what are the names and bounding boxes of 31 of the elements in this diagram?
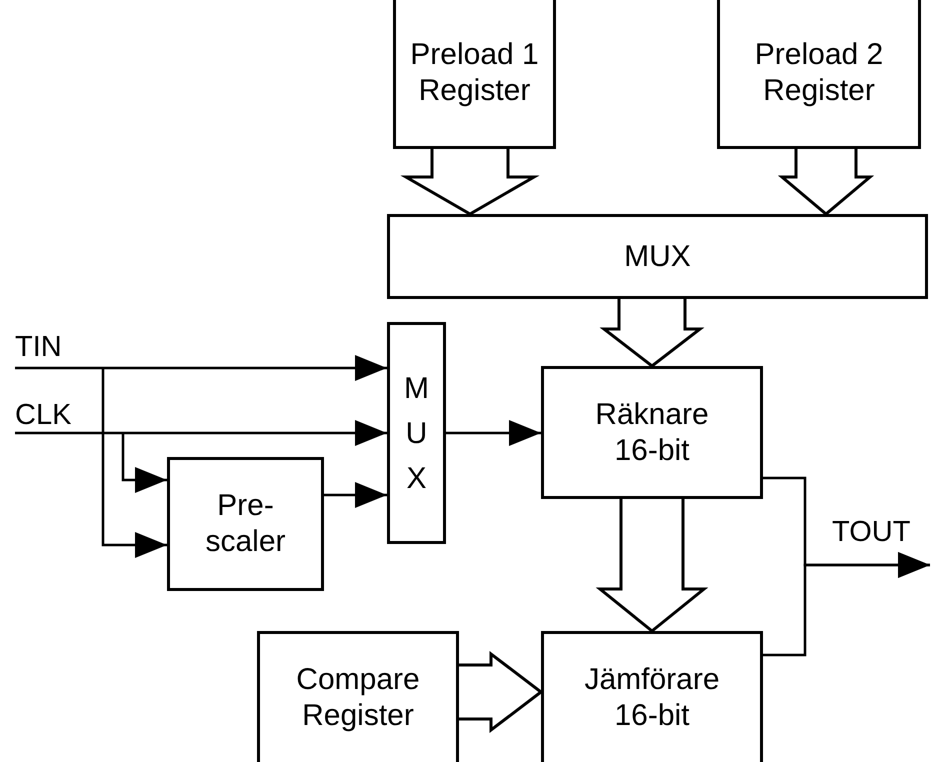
arrow — [324, 482, 387, 508]
block-box — [167, 457, 324, 591]
block-box — [257, 631, 459, 762]
block-label: M U X — [403, 370, 430, 496]
bus-arrow — [778, 148, 874, 216]
block-label: Compare Register — [295, 662, 421, 734]
signal-name: CLK — [15, 399, 72, 431]
bus-arrow — [400, 148, 540, 216]
block-box — [387, 214, 928, 299]
block-label: MUX — [624, 238, 691, 274]
block-box — [717, 0, 921, 149]
block-label: Jämförare 16-bit — [583, 662, 721, 734]
arrow — [102, 368, 167, 558]
block-label: Räknare 16-bit — [594, 396, 710, 468]
block-box — [541, 366, 763, 499]
block-label: Preload 2 Register — [754, 37, 884, 109]
arrow — [446, 420, 541, 446]
arrow — [122, 433, 167, 493]
block-box — [387, 322, 446, 544]
block-label: Pre- scaler — [204, 488, 287, 560]
arrow — [15, 355, 387, 381]
arrow — [763, 552, 930, 656]
bus-arrow — [600, 298, 704, 368]
signal-name: TIN — [15, 331, 62, 363]
arrow — [15, 420, 387, 446]
block-box — [393, 0, 556, 149]
signal-name: TOUT — [832, 516, 910, 548]
bus-arrow — [458, 650, 544, 734]
block-label: Preload 1 Register — [409, 37, 540, 109]
bus-arrow — [596, 498, 708, 633]
block-box — [541, 631, 763, 762]
